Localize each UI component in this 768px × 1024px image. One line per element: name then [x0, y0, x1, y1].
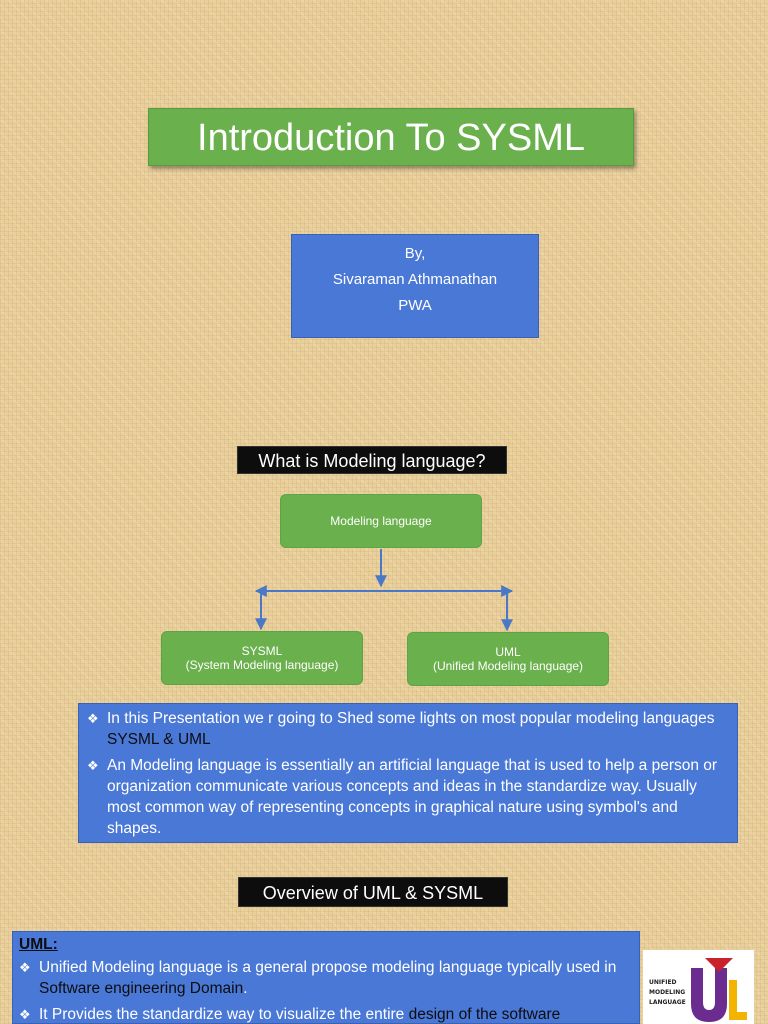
node-uml-desc: (Unified Modeling language): [432, 659, 584, 673]
info-b1-sysml: SYSML: [107, 731, 159, 748]
info-b1-amp: &: [158, 731, 178, 748]
uml-b1-text: Unified Modeling language is a general p…: [39, 959, 617, 976]
info-bullet-1: ❖ In this Presentation we r going to She…: [87, 708, 729, 750]
author-org: PWA: [398, 297, 432, 314]
info-bullet-2: ❖ An Modeling language is essentially an…: [87, 755, 729, 839]
logo-text-2: MODELING: [649, 989, 685, 996]
diamond-bullet-icon: ❖: [87, 758, 99, 773]
uml-b2-text: It Provides the standardize way to visua…: [39, 1006, 409, 1023]
uml-b1-highlight: Software engineering Domain: [39, 980, 244, 997]
node-sysml: SYSML (System Modeling language): [161, 631, 363, 685]
author-by: By,: [404, 245, 426, 262]
uml-box: UML: ❖ Unified Modeling language is a ge…: [12, 931, 640, 1024]
diamond-bullet-icon: ❖: [19, 960, 31, 975]
uml-bullet-1: ❖ Unified Modeling language is a general…: [19, 957, 633, 999]
uml-bullet-2: ❖ It Provides the standardize way to vis…: [19, 1004, 633, 1023]
node-uml-name: UML: [495, 645, 521, 659]
uml-logo-icon: UNIFIED MODELING LANGUAGE: [649, 958, 747, 1022]
logo-text-3: LANGUAGE: [649, 999, 686, 1006]
diamond-bullet-icon: ❖: [87, 711, 99, 726]
page-title: Introduction To SYSML: [148, 108, 634, 166]
logo-text-1: UNIFIED: [649, 979, 677, 986]
node-modeling-language: Modeling language: [280, 494, 482, 548]
uml-heading: UML:: [19, 936, 58, 953]
uml-b1-period: .: [243, 980, 248, 997]
info-b1-uml: UML: [177, 731, 211, 748]
node-sysml-desc: (System Modeling language): [185, 658, 339, 672]
author-name: Sivaraman Athmanathan: [332, 271, 498, 288]
uml-logo: UNIFIED MODELING LANGUAGE: [643, 950, 754, 1024]
info-box: ❖ In this Presentation we r going to She…: [78, 703, 738, 843]
question-heading: What is Modeling language?: [237, 446, 507, 474]
info-b2-text: An Modeling language is essentially an a…: [107, 757, 718, 837]
node-root-label: Modeling language: [330, 514, 432, 528]
author-box: By, Sivaraman Athmanathan PWA: [291, 234, 539, 338]
info-b1-text: In this Presentation we r going to Shed …: [107, 710, 715, 727]
node-sysml-name: SYSML: [241, 644, 283, 658]
node-uml: UML (Unified Modeling language): [407, 632, 609, 686]
uml-b2-highlight: design of the software: [408, 1006, 561, 1023]
overview-heading: Overview of UML & SYSML: [238, 877, 508, 907]
diamond-bullet-icon: ❖: [19, 1007, 31, 1022]
